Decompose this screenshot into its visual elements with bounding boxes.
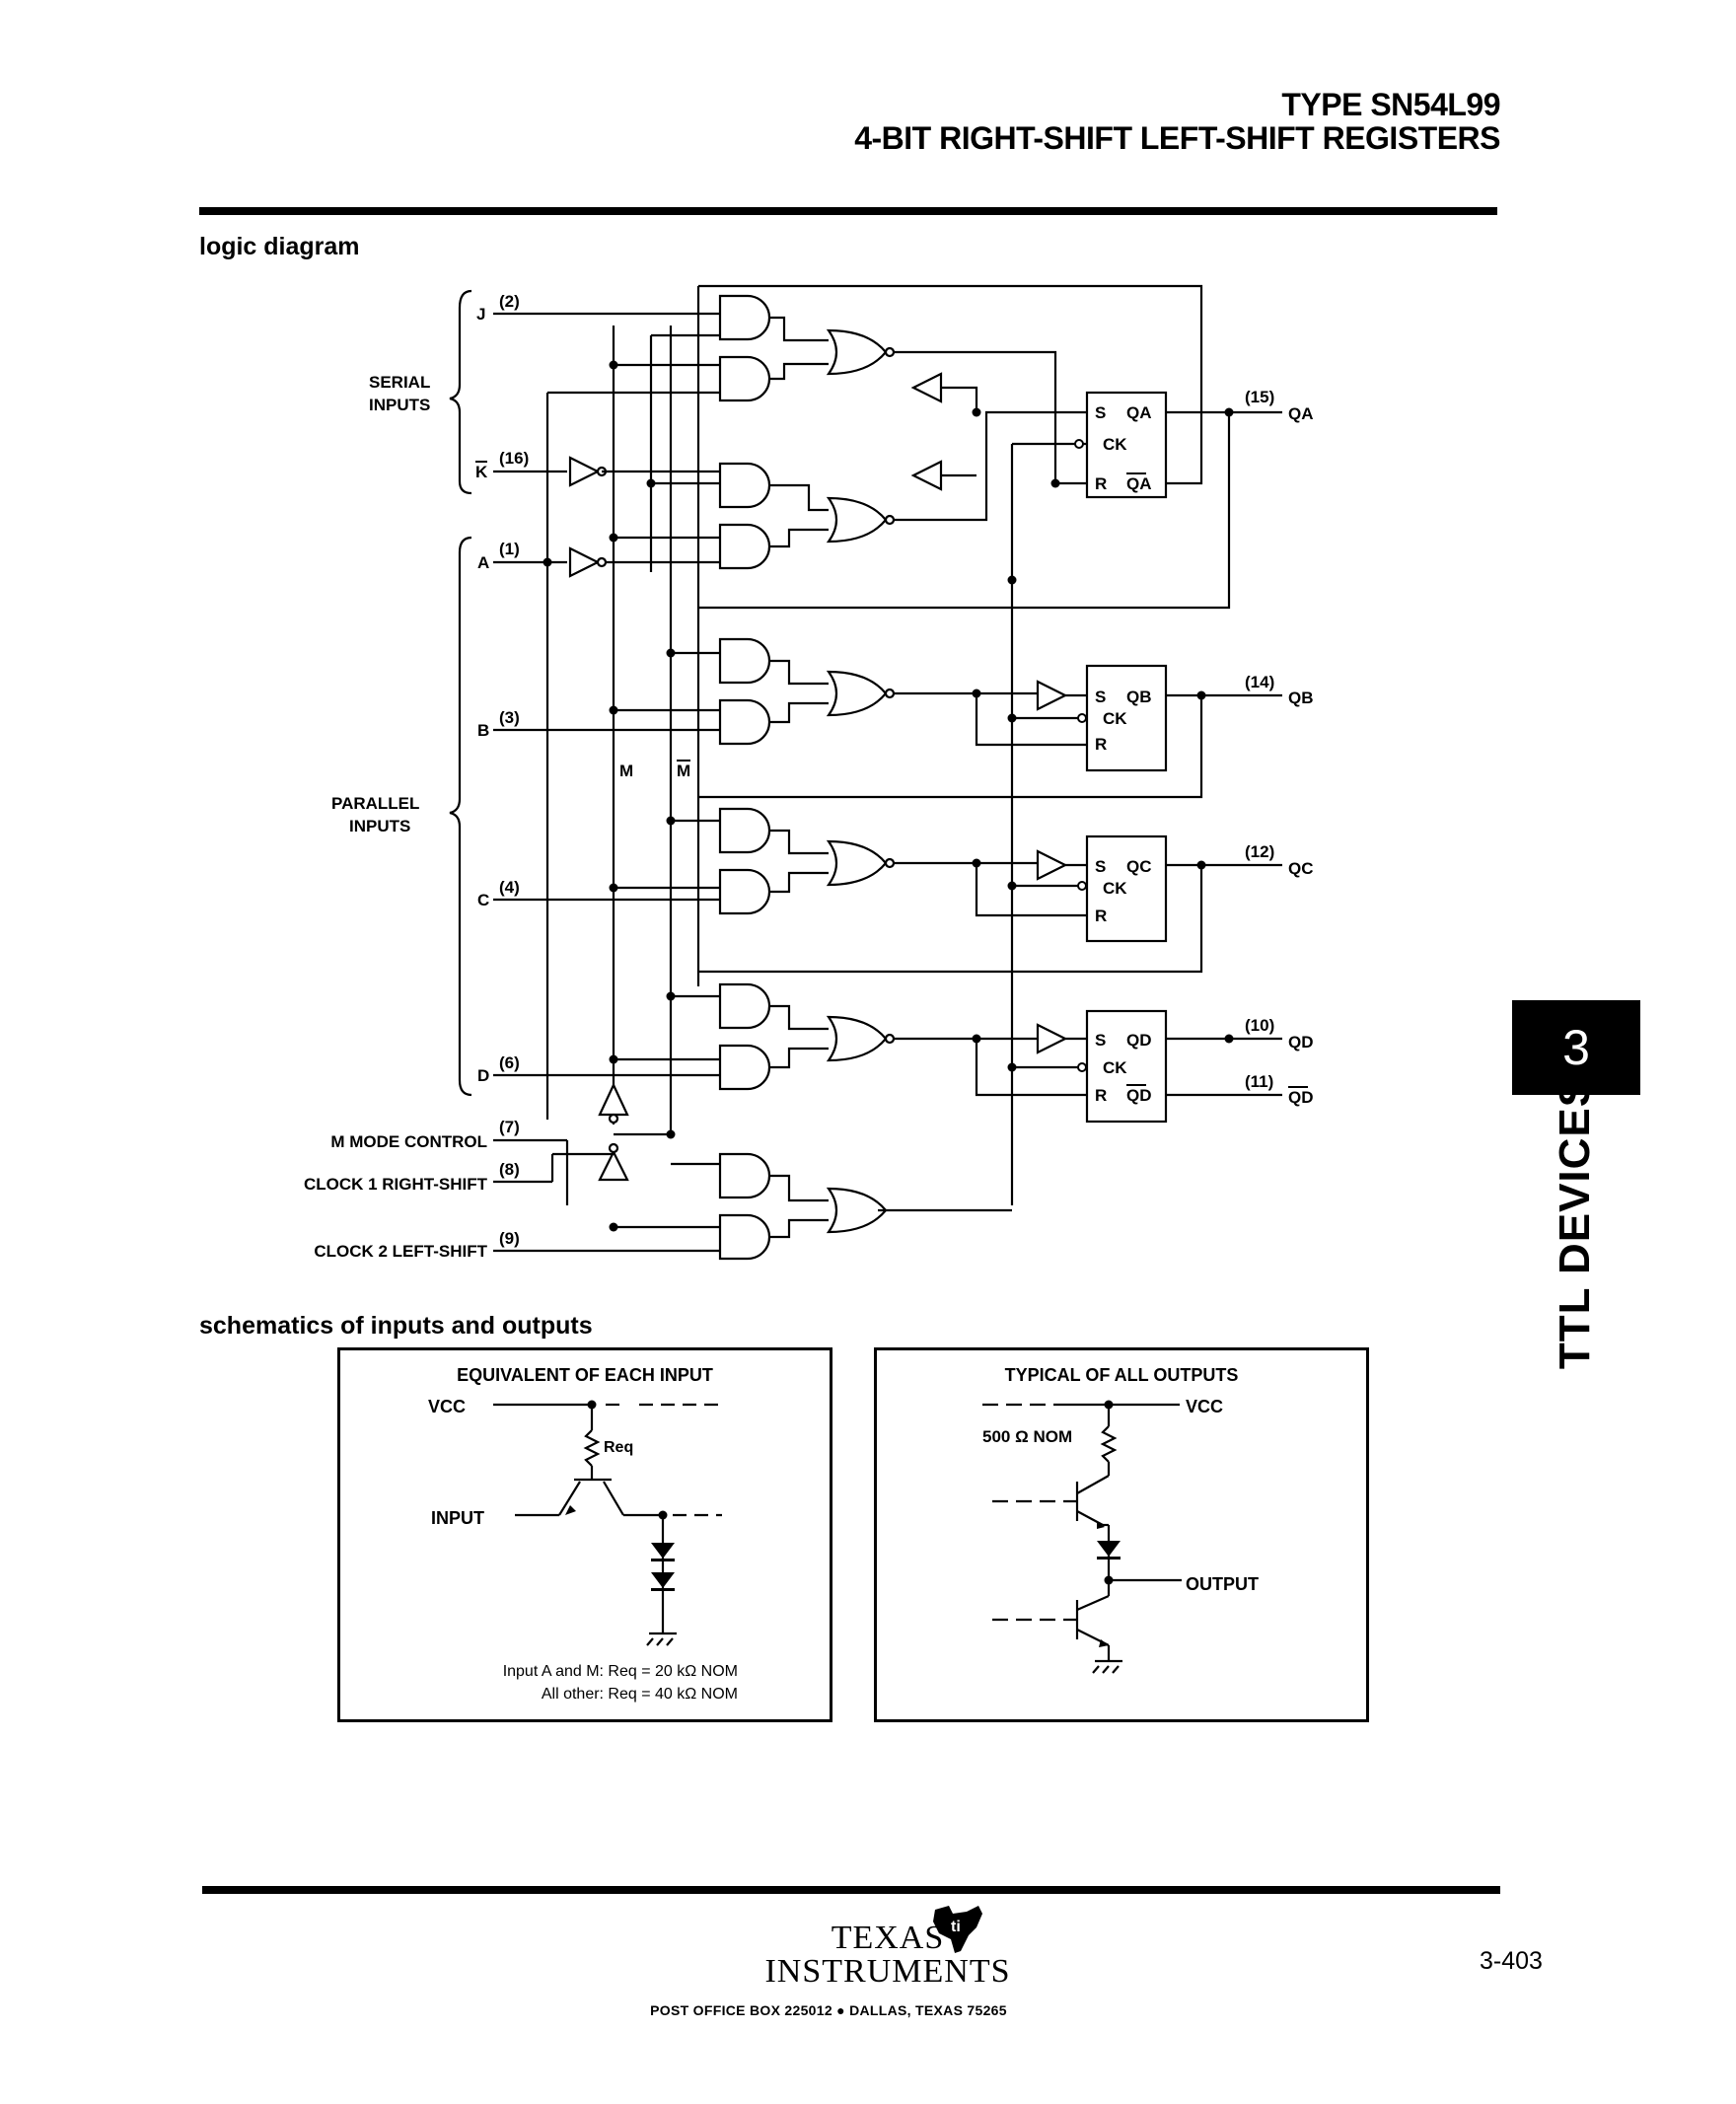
ffd-s: S: [1095, 1031, 1106, 1050]
top-rule: [199, 207, 1497, 215]
input-note-2: All other: Req = 40 kΩ NOM: [542, 1686, 738, 1703]
header-title: TYPE SN54L99: [1281, 87, 1500, 122]
ffc-r: R: [1095, 907, 1107, 925]
input-clock1: CLOCK 1 RIGHT-SHIFT: [304, 1175, 488, 1194]
ffb-r: R: [1095, 735, 1107, 754]
input-label: INPUT: [431, 1508, 484, 1528]
output-qa: QA: [1288, 404, 1314, 423]
output-qb: QB: [1288, 689, 1314, 707]
output-qd: QD: [1288, 1033, 1314, 1052]
label-serial-inputs: INPUTS: [369, 396, 430, 414]
page-number: 3-403: [1480, 1947, 1543, 1975]
pin-qa: (15): [1245, 388, 1274, 406]
pin-clock2: (9): [499, 1229, 520, 1248]
ffd-q: QD: [1126, 1031, 1152, 1050]
pin-b: (3): [499, 708, 520, 727]
bus-mbar: M: [677, 762, 690, 780]
ffd-r: R: [1095, 1086, 1107, 1105]
input-k: K: [475, 463, 488, 481]
bus-m: M: [619, 762, 633, 780]
ffc-q: QC: [1126, 857, 1152, 876]
section-logic-diagram: logic diagram: [199, 233, 360, 260]
footer-address: POST OFFICE BOX 225012 ● DALLAS, TEXAS 7…: [650, 2002, 1007, 2018]
ffb-s: S: [1095, 688, 1106, 706]
ffd-ck: CK: [1103, 1058, 1127, 1077]
label-parallel: PARALLEL: [331, 794, 419, 813]
input-a: A: [477, 553, 489, 572]
input-schematic-title: EQUIVALENT OF EACH INPUT: [457, 1365, 713, 1385]
pin-clock1: (8): [499, 1160, 520, 1179]
output-schematic: TYPICAL OF ALL OUTPUTS VCC 500 Ω NOM OUT…: [874, 1347, 1369, 1722]
bottom-rule: [202, 1886, 1500, 1894]
input-j: J: [476, 305, 485, 324]
input-clock2: CLOCK 2 LEFT-SHIFT: [314, 1242, 487, 1261]
pin-k: (16): [499, 449, 529, 468]
ffb-q: QB: [1126, 688, 1152, 706]
ti-logo: ti: [933, 1906, 982, 1953]
output-qdbar: QD: [1288, 1088, 1314, 1107]
ffa-s: S: [1095, 403, 1106, 422]
ffa-q: QA: [1126, 403, 1152, 422]
pin-qdbar: (11): [1245, 1072, 1273, 1091]
input-note-1: Input A and M: Req = 20 kΩ NOM: [503, 1663, 738, 1680]
pin-qb: (14): [1245, 673, 1274, 691]
ffa-ck: CK: [1103, 435, 1127, 454]
pin-qd: (10): [1245, 1016, 1274, 1035]
pin-qc: (12): [1245, 842, 1274, 861]
pin-a: (1): [499, 540, 520, 558]
ffb-ck: CK: [1103, 709, 1127, 728]
ffa-r: R: [1095, 474, 1107, 493]
pin-j: (2): [499, 292, 520, 311]
input-b: B: [477, 721, 489, 740]
input-req: Req: [604, 1439, 633, 1456]
input-c: C: [477, 891, 489, 909]
section-tab-number: 3: [1512, 1000, 1640, 1095]
pin-mode: (7): [499, 1118, 520, 1136]
ffd-qbar: QD: [1126, 1086, 1152, 1105]
ffc-s: S: [1095, 857, 1106, 876]
logo-texas: TEXAS: [831, 1920, 945, 1956]
output-resistor: 500 Ω NOM: [982, 1427, 1072, 1446]
ffc-ck: CK: [1103, 879, 1127, 898]
input-vcc: VCC: [428, 1397, 466, 1416]
input-d: D: [477, 1066, 489, 1085]
output-qc: QC: [1288, 859, 1314, 878]
ffa-qbar: QA: [1126, 474, 1152, 493]
logic-diagram: SERIAL INPUTS PARALLEL INPUTS J (2) K (1…: [304, 284, 1314, 1261]
header-subtitle: 4-BIT RIGHT-SHIFT LEFT-SHIFT REGISTERS: [854, 120, 1500, 156]
label-parallel-inputs: INPUTS: [349, 817, 410, 835]
pin-d: (6): [499, 1053, 520, 1072]
svg-text:ti: ti: [951, 1919, 961, 1935]
output-schematic-title: TYPICAL OF ALL OUTPUTS: [1005, 1365, 1239, 1385]
output-label: OUTPUT: [1186, 1574, 1259, 1594]
logo-instruments: INSTRUMENTS: [764, 1953, 1011, 1990]
section-tab-label: TTL DEVICES: [1551, 1076, 1599, 1370]
output-vcc: VCC: [1186, 1397, 1223, 1416]
input-schematic: EQUIVALENT OF EACH INPUT VCC Req INPUT I…: [337, 1347, 832, 1722]
section-schematics: schematics of inputs and outputs: [199, 1312, 593, 1340]
label-serial: SERIAL: [369, 373, 430, 392]
input-mode-control: M MODE CONTROL: [330, 1132, 487, 1151]
pin-c: (4): [499, 878, 520, 897]
